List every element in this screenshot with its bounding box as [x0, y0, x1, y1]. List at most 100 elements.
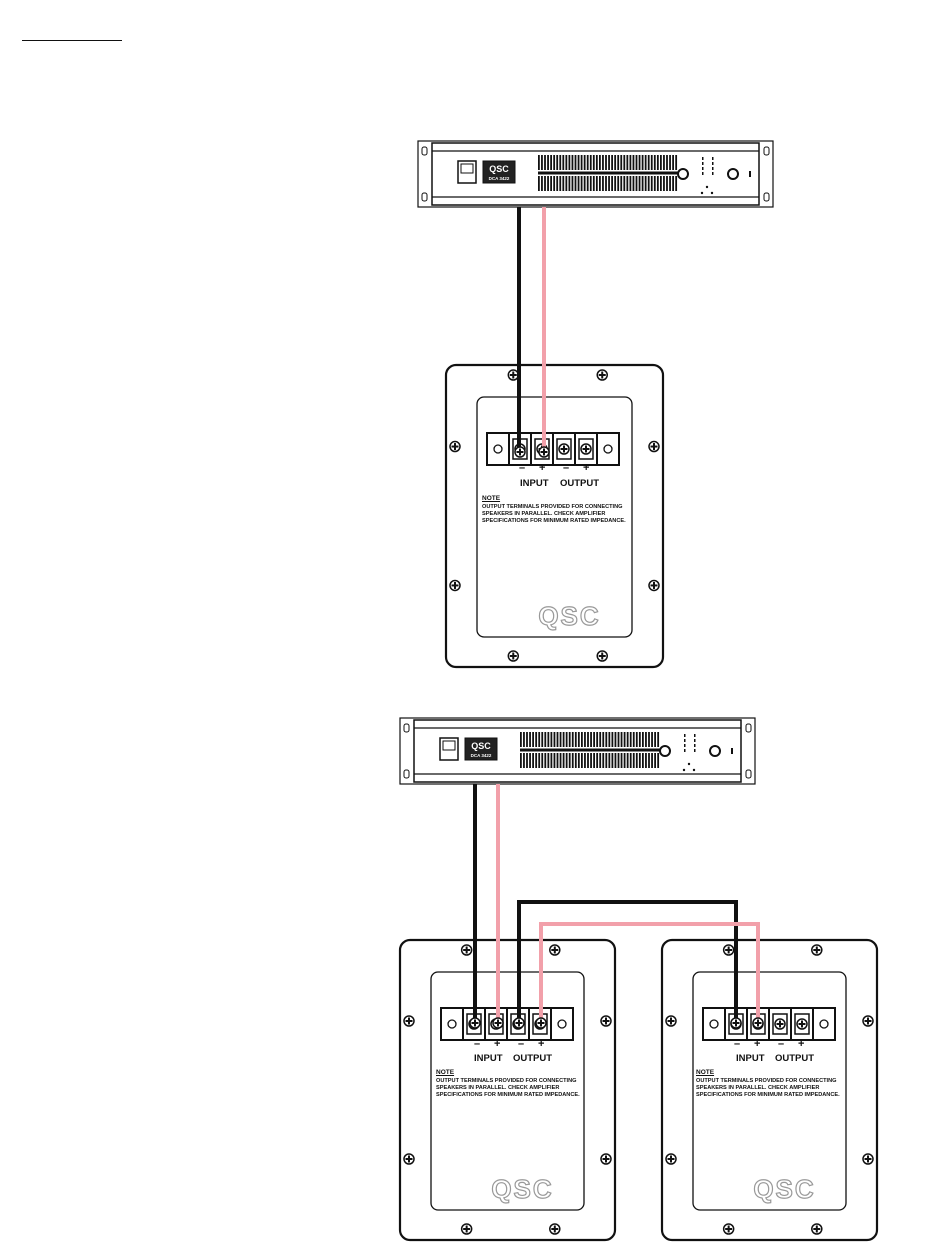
grille-slot [596, 753, 599, 768]
grille-slot [574, 753, 577, 768]
grille-slot [663, 155, 665, 170]
grille-slot [602, 176, 604, 191]
led [694, 744, 696, 747]
grille-slot [647, 155, 650, 170]
grille-slot [541, 176, 543, 191]
panel-mark [731, 748, 733, 754]
grille-slot [660, 155, 662, 170]
grille-slot [653, 155, 656, 170]
grille-slot [595, 176, 598, 191]
logo-plate [482, 160, 516, 184]
grille-slot [635, 176, 638, 191]
screw-icon [403, 1015, 415, 1027]
led [710, 191, 714, 195]
grille-slot [611, 732, 614, 747]
grille-slot [532, 732, 534, 747]
grille-slot [608, 732, 611, 747]
grille-slot [526, 732, 528, 747]
output-minus-sign: – [518, 1038, 525, 1050]
screw-icon [580, 443, 592, 455]
grille-slot [568, 753, 571, 768]
screw-icon [460, 944, 473, 956]
input-plus-sign: + [539, 462, 546, 474]
grille-slot [574, 176, 577, 191]
input-label: INPUT [736, 1053, 765, 1064]
grille-slot [635, 732, 638, 747]
grille-slot [565, 155, 568, 170]
grille-slot [641, 155, 644, 170]
grille-slot [577, 753, 580, 768]
screw-icon [507, 369, 520, 381]
grille-slot [577, 732, 580, 747]
led [700, 191, 704, 195]
gain-knob-icon [677, 168, 689, 180]
grille-slot [559, 155, 562, 170]
grille-slot [580, 155, 583, 170]
screw-icon [600, 1015, 612, 1027]
led [692, 768, 696, 772]
grille-slot [632, 753, 635, 768]
grille-slot [593, 732, 595, 747]
grille-slot [617, 753, 620, 768]
mount-hole [819, 1019, 829, 1029]
grille-slot [632, 155, 635, 170]
grille-slot [592, 155, 595, 170]
grille-slot [562, 155, 565, 170]
grille-slot [656, 176, 659, 191]
led [712, 162, 714, 165]
header-rule [22, 40, 122, 41]
screw-icon [811, 944, 823, 956]
grille-slot [580, 176, 583, 191]
grille-slot [544, 155, 546, 170]
grille-slot [663, 176, 665, 191]
grille-slot [602, 753, 605, 768]
grille-slot [614, 155, 617, 170]
grille-slot [629, 732, 632, 747]
screw-icon [596, 650, 608, 662]
led [684, 749, 686, 752]
amp-model: DCA 3422 [471, 753, 492, 758]
rack-hole [403, 769, 410, 779]
mount-hole [447, 1019, 457, 1029]
screw-icon [774, 1018, 786, 1030]
grille-slot [529, 753, 531, 768]
screw-icon [722, 944, 735, 956]
led [684, 739, 686, 742]
screw-icon [513, 1017, 525, 1029]
terminal-strip [486, 432, 620, 466]
power-switch-rocker [460, 163, 474, 174]
panel-mark [749, 171, 751, 177]
grille-slot [562, 732, 565, 747]
grille-slot [587, 732, 589, 747]
rack-hole [745, 769, 752, 779]
grille-slot [614, 753, 617, 768]
led-meter [700, 157, 714, 195]
grille-slot [589, 155, 592, 170]
output-label: OUTPUT [513, 1053, 553, 1064]
screw-icon [752, 1017, 764, 1029]
grille-slot [602, 155, 604, 170]
grille-slot [529, 732, 531, 747]
grille-slot [666, 155, 668, 170]
output-label: OUTPUT [775, 1053, 815, 1064]
grille-slot [550, 155, 552, 170]
grille-slot [647, 176, 650, 191]
grille-slot [571, 753, 574, 768]
grille-slot [666, 176, 668, 191]
grille-slot [574, 732, 577, 747]
screw-icon [535, 1017, 547, 1029]
grille-slot [541, 753, 544, 768]
grille-slot [675, 155, 678, 170]
grille-slot [584, 753, 586, 768]
parallel-negative-wire [517, 900, 738, 1020]
grille-slot [675, 176, 678, 191]
grille-slot [611, 155, 613, 170]
grille-slot [547, 753, 550, 768]
rack-hole [403, 723, 410, 733]
grille-slot [638, 155, 641, 170]
grille-bar [538, 171, 678, 175]
led [687, 762, 691, 766]
gain-knob-icon [727, 168, 739, 180]
grille-slot [553, 753, 556, 768]
